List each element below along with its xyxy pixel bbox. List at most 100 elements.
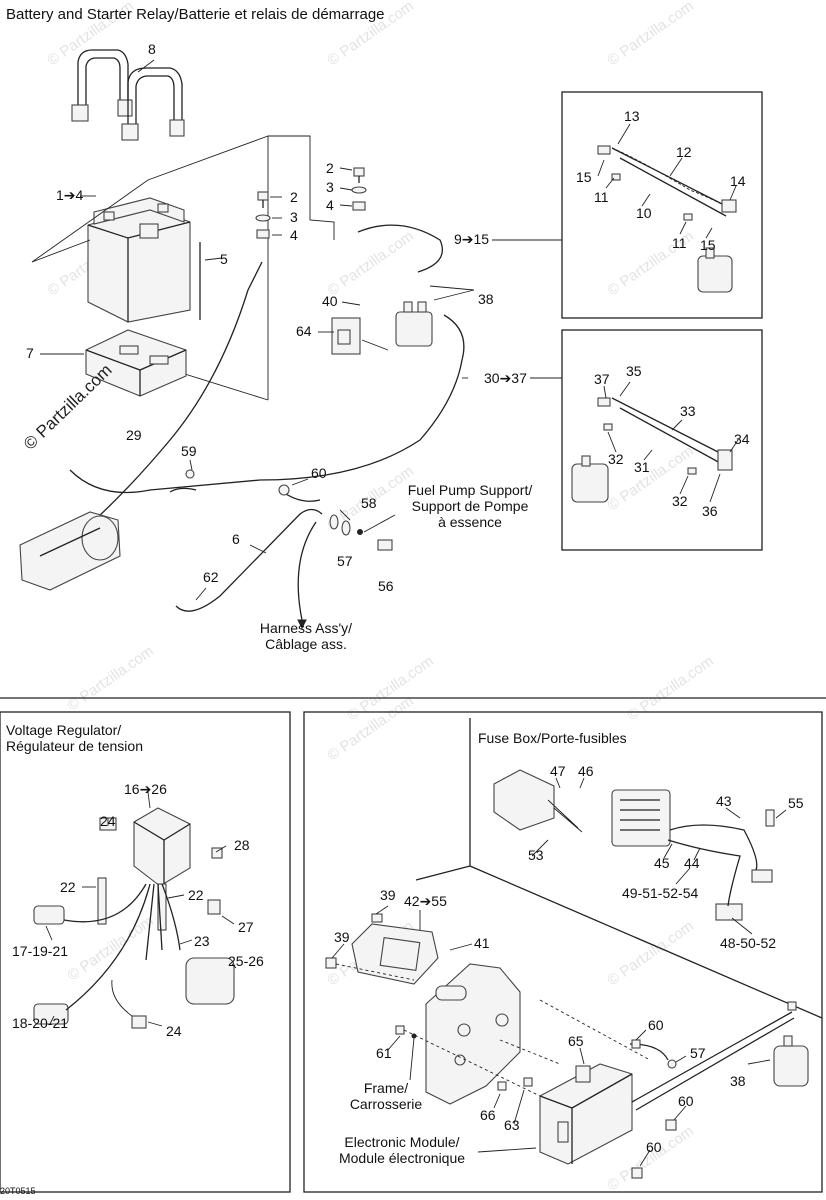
callout-38: 38	[730, 1073, 746, 1089]
harness-arrow	[297, 521, 317, 621]
callout-10: 10	[636, 205, 652, 221]
starter-relay	[773, 1001, 809, 1087]
voltage-regulator-title: Voltage Regulator/ Régulateur de tension	[6, 722, 143, 754]
inset-box-cable-30-37	[561, 329, 763, 551]
harness-line-1: Harness Ass'y/	[259, 620, 353, 636]
callout-48-50-52: 48-50-52	[720, 935, 777, 951]
callout-31: 31	[634, 459, 650, 475]
callout-60: 60	[311, 465, 327, 481]
callout-65: 65	[568, 1033, 584, 1049]
callout-41: 41	[474, 935, 490, 951]
callout-11: 11	[594, 189, 609, 205]
callout-46: 46	[578, 763, 594, 779]
callout-64: 64	[296, 323, 312, 339]
callout-2: 2	[290, 189, 298, 205]
fuel-pump-support-label: Fuel Pump Support/ Support de Pompe à es…	[390, 482, 550, 530]
callout-22: 22	[60, 879, 76, 895]
callout-40: 40	[322, 293, 338, 309]
starter-cable-kit	[571, 397, 733, 503]
main-connector	[325, 913, 439, 985]
bolt-washer-nut	[255, 167, 367, 239]
callout-14: 14	[730, 173, 746, 189]
callout-7: 7	[26, 345, 34, 361]
callout-53: 53	[528, 847, 544, 863]
battery-cable-positive	[357, 224, 444, 273]
frame-label: Frame/ Carrosserie	[336, 1080, 436, 1112]
callout-57: 57	[337, 553, 353, 569]
callout-33: 33	[680, 403, 696, 419]
callout-32: 32	[608, 451, 624, 467]
callout-8: 8	[148, 41, 156, 57]
callout-45: 45	[654, 855, 670, 871]
callout-13: 13	[624, 108, 640, 124]
callout-39: 39	[334, 929, 350, 945]
electronic-module-line-1: Electronic Module/	[344, 1134, 460, 1150]
electronic-module-label: Electronic Module/ Module électronique	[324, 1134, 480, 1166]
fuel-pump-support-line-2: Support de Pompe	[411, 498, 529, 514]
callout-59: 59	[181, 443, 197, 459]
harness-label: Harness Ass'y/ Câblage ass.	[236, 620, 376, 652]
callout-6: 6	[232, 531, 240, 547]
starter-cable	[69, 314, 465, 494]
mounting-frame	[425, 963, 521, 1105]
callout-5: 5	[220, 251, 228, 267]
callout-44: 44	[684, 855, 700, 871]
callout-29: 29	[126, 427, 142, 443]
callout-3: 3	[290, 209, 298, 225]
harness-line-2: Câblage ass.	[265, 636, 347, 652]
electronic-module	[539, 1063, 633, 1165]
inset-box-fuse-module	[303, 711, 823, 1193]
callout-22: 22	[188, 887, 204, 903]
fuel-pump-support-line-1: Fuel Pump Support/	[407, 482, 533, 498]
fuel-pump-support-line-3: à essence	[438, 514, 502, 530]
callout-60: 60	[646, 1139, 662, 1155]
callout-43: 43	[716, 793, 732, 809]
callout-3: 3	[326, 179, 334, 195]
callout-32: 32	[672, 493, 688, 509]
callout-42-55: 42➔55	[404, 893, 447, 909]
callout-66: 66	[480, 1107, 496, 1123]
fuse-box-title: Fuse Box/Porte-fusibles	[478, 730, 627, 746]
ground-cable	[175, 508, 323, 612]
callout-60: 60	[678, 1093, 694, 1109]
callout-49-51-52-54: 49-51-52-54	[622, 885, 699, 901]
callout-47: 47	[550, 763, 566, 779]
callout-55: 55	[788, 795, 804, 811]
callout-11: 11	[672, 235, 687, 251]
callout-36: 36	[702, 503, 718, 519]
voltage-regulator	[33, 807, 235, 1029]
positive-cable-kit	[597, 145, 737, 293]
callout-15: 15	[576, 169, 592, 185]
starter-relay	[331, 301, 433, 355]
callout-1-4: 1➔4	[56, 187, 84, 203]
battery-tray	[85, 329, 187, 397]
callout-58: 58	[361, 495, 377, 511]
callout-17-19-21: 17-19-21	[12, 943, 69, 959]
frame-line-1: Frame/	[363, 1080, 409, 1096]
battery-strap	[71, 49, 185, 141]
callout-25-26: 25-26	[228, 953, 264, 969]
battery-cable-negative	[71, 261, 263, 541]
callout-34: 34	[734, 431, 750, 447]
voltage-regulator-title-line-2: Régulateur de tension	[6, 738, 143, 754]
callout-4: 4	[290, 227, 298, 243]
inset-box-cable-9-15	[561, 91, 763, 319]
callout-63: 63	[504, 1117, 520, 1133]
callout-16-26: 16➔26	[124, 781, 167, 797]
starter-motor	[19, 511, 121, 591]
electronic-module-line-2: Module électronique	[338, 1150, 466, 1166]
callout-12: 12	[676, 144, 692, 160]
battery	[87, 197, 191, 323]
callout-2: 2	[326, 160, 334, 176]
inset-box-voltage-regulator	[0, 711, 291, 1193]
voltage-regulator-title-line-1: Voltage Regulator/	[6, 722, 122, 738]
image-code: 20T0515	[0, 1186, 36, 1196]
callout-37: 37	[594, 371, 610, 387]
diagram-title: Battery and Starter Relay/Batterie et re…	[6, 6, 385, 23]
callout-57: 57	[690, 1045, 706, 1061]
callout-35: 35	[626, 363, 642, 379]
callout-30-37: 30➔37	[484, 370, 527, 386]
callout-15: 15	[700, 237, 716, 253]
